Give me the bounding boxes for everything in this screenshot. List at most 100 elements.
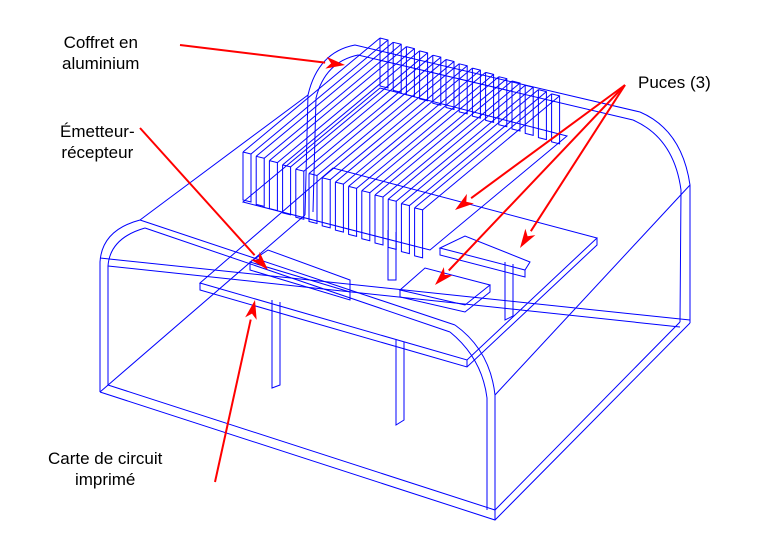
fin-back-edge <box>379 37 389 89</box>
heatsink-fin <box>400 89 547 255</box>
fin-top-edge <box>277 48 415 163</box>
arrowhead-icon <box>245 300 257 320</box>
callout-arrow <box>139 127 268 270</box>
arrow-line <box>179 44 326 64</box>
fin-back-edge <box>458 63 468 115</box>
fin-back-edge <box>537 89 547 141</box>
label-chips: Puces (3) <box>638 73 711 92</box>
label-line: Coffret en <box>63 33 138 52</box>
label-enclosure: Coffret en aluminium <box>62 32 139 74</box>
heatsink-fin <box>308 59 455 225</box>
callout-arrows <box>139 44 626 483</box>
fin-back-edge <box>524 84 534 136</box>
label-transceiver: Émetteur- récepteur <box>60 121 135 163</box>
fin-back-edge <box>445 59 455 111</box>
fin-top-edge <box>387 84 526 200</box>
fin-front-edge <box>334 181 344 233</box>
fin-back-edge <box>471 67 481 119</box>
fin-top-edge <box>374 80 513 196</box>
arrowhead-icon <box>435 267 453 285</box>
label-line: Carte de circuit <box>48 449 163 468</box>
fin-back-edge <box>405 46 415 98</box>
fin-front-edge <box>282 164 292 216</box>
callout-arrow <box>179 44 345 69</box>
callout-arrow <box>455 84 626 210</box>
fin-back-edge <box>551 93 561 145</box>
fin-top-edge <box>422 95 560 211</box>
heatsink-fin <box>242 37 389 203</box>
fin-top-edge <box>382 82 521 198</box>
fin-top-edge <box>295 54 434 170</box>
heatsink-fin <box>387 84 534 250</box>
circuit-board <box>198 167 598 426</box>
arrowhead-icon <box>250 251 268 270</box>
arrow-line <box>448 84 626 272</box>
arrow-line <box>214 319 252 483</box>
fin-front-edge <box>268 160 278 212</box>
fin-back-edge <box>511 80 521 132</box>
fin-front-edge <box>387 198 397 250</box>
fin-top-edge <box>414 93 552 209</box>
fin-top-edge <box>343 69 481 185</box>
heatsink-fin <box>295 54 442 220</box>
fin-top-edge <box>250 39 389 155</box>
fin-top-edge <box>242 37 381 153</box>
label-line: Émetteur- <box>60 122 135 141</box>
fin-top-edge <box>401 89 539 204</box>
callout-arrow <box>435 84 626 285</box>
fin-front-edge <box>400 203 410 255</box>
arrow-line <box>470 84 626 199</box>
heatsink-fin <box>268 46 415 212</box>
callout-arrow <box>520 84 626 248</box>
fin-top-edge <box>395 86 534 202</box>
fin-back-edge <box>432 54 442 106</box>
heatsink-fin <box>334 67 481 233</box>
label-pcb: Carte de circuit imprimé <box>48 448 162 490</box>
fin-back-edge <box>392 41 402 93</box>
fin-front-edge <box>321 177 331 229</box>
fin-front-edge <box>308 173 318 225</box>
fin-top-edge <box>348 72 486 187</box>
fin-front-edge <box>374 194 384 246</box>
fin-top-edge <box>409 91 547 206</box>
fin-front-edge <box>242 151 252 203</box>
heatsink <box>241 37 569 259</box>
fin-front-edge <box>295 168 305 220</box>
arrowhead-icon <box>455 193 474 210</box>
fin-top-edge <box>356 74 494 189</box>
aluminium-enclosure <box>99 44 691 521</box>
fin-top-edge <box>335 67 473 183</box>
fin-top-edge <box>269 46 407 161</box>
fin-top-edge <box>282 50 420 166</box>
fin-top-edge <box>263 43 402 159</box>
heatsink-fin <box>255 41 402 207</box>
heatsink-fin <box>321 63 468 229</box>
heatsink-fin <box>348 71 495 238</box>
chips <box>249 235 531 313</box>
fin-top-edge <box>369 78 508 194</box>
fin-back-edge <box>419 50 429 102</box>
fin-back-edge <box>485 71 495 124</box>
arrowhead-icon <box>520 228 536 248</box>
callout-arrow <box>214 300 257 483</box>
arrow-line <box>139 127 256 256</box>
fin-back-edge <box>498 76 508 128</box>
label-line: récepteur <box>61 143 134 162</box>
arrowhead-icon <box>325 56 345 69</box>
fin-top-edge <box>303 56 442 172</box>
arrow-line <box>529 84 626 232</box>
heatsink-fin <box>374 80 521 246</box>
fin-top-edge <box>290 52 428 168</box>
heatsink-fin <box>282 50 429 216</box>
fin-front-edge <box>348 185 358 238</box>
fin-front-edge <box>361 190 371 242</box>
fin-top-edge <box>255 41 394 157</box>
heatsink-fin <box>414 93 561 259</box>
label-line: aluminium <box>62 54 140 73</box>
heatsink-base <box>241 87 569 251</box>
fin-top-edge <box>321 63 460 179</box>
fin-top-edge <box>308 59 447 174</box>
fin-top-edge <box>329 65 468 181</box>
